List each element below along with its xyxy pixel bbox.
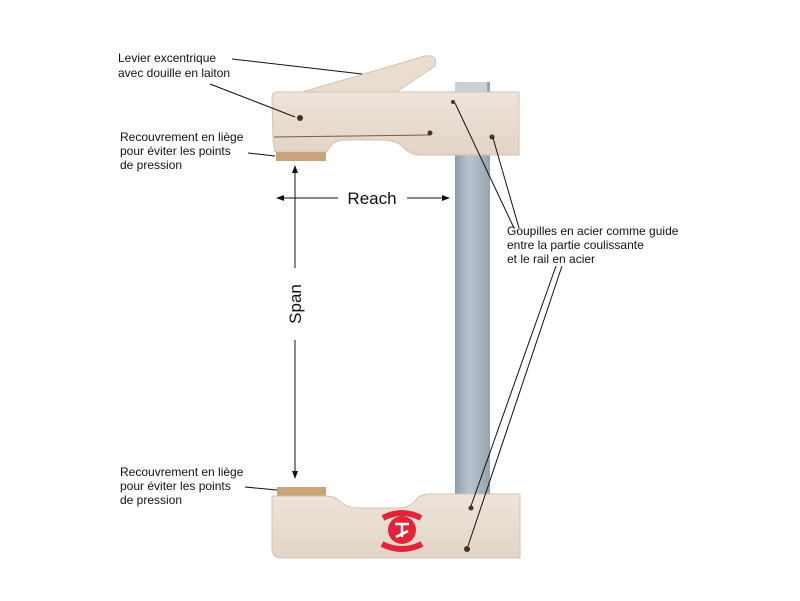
- cork-bottom-label: Recouvrement en liège pour éviter les po…: [120, 465, 247, 507]
- reach-dimension: [276, 195, 450, 201]
- pins-label: Goupilles en acier comme guide entre la …: [507, 224, 682, 266]
- reach-label: Reach: [347, 189, 396, 208]
- lever-label: Levier excentrique avec douille en laito…: [118, 51, 230, 80]
- cork-pad-top: [276, 152, 326, 161]
- bottom-jaw: [271, 487, 521, 559]
- top-jaw: [271, 55, 520, 161]
- span-label: Span: [286, 284, 305, 324]
- cork-top-label: Recouvrement en liège pour éviter les po…: [120, 130, 247, 172]
- klemsia-logo: [380, 510, 424, 552]
- leader-lines: [209, 58, 563, 547]
- eccentric-lever: [284, 55, 436, 98]
- rail-cap: [455, 82, 487, 92]
- cork-pad-bottom: [277, 487, 326, 496]
- span-dimension: [292, 165, 298, 479]
